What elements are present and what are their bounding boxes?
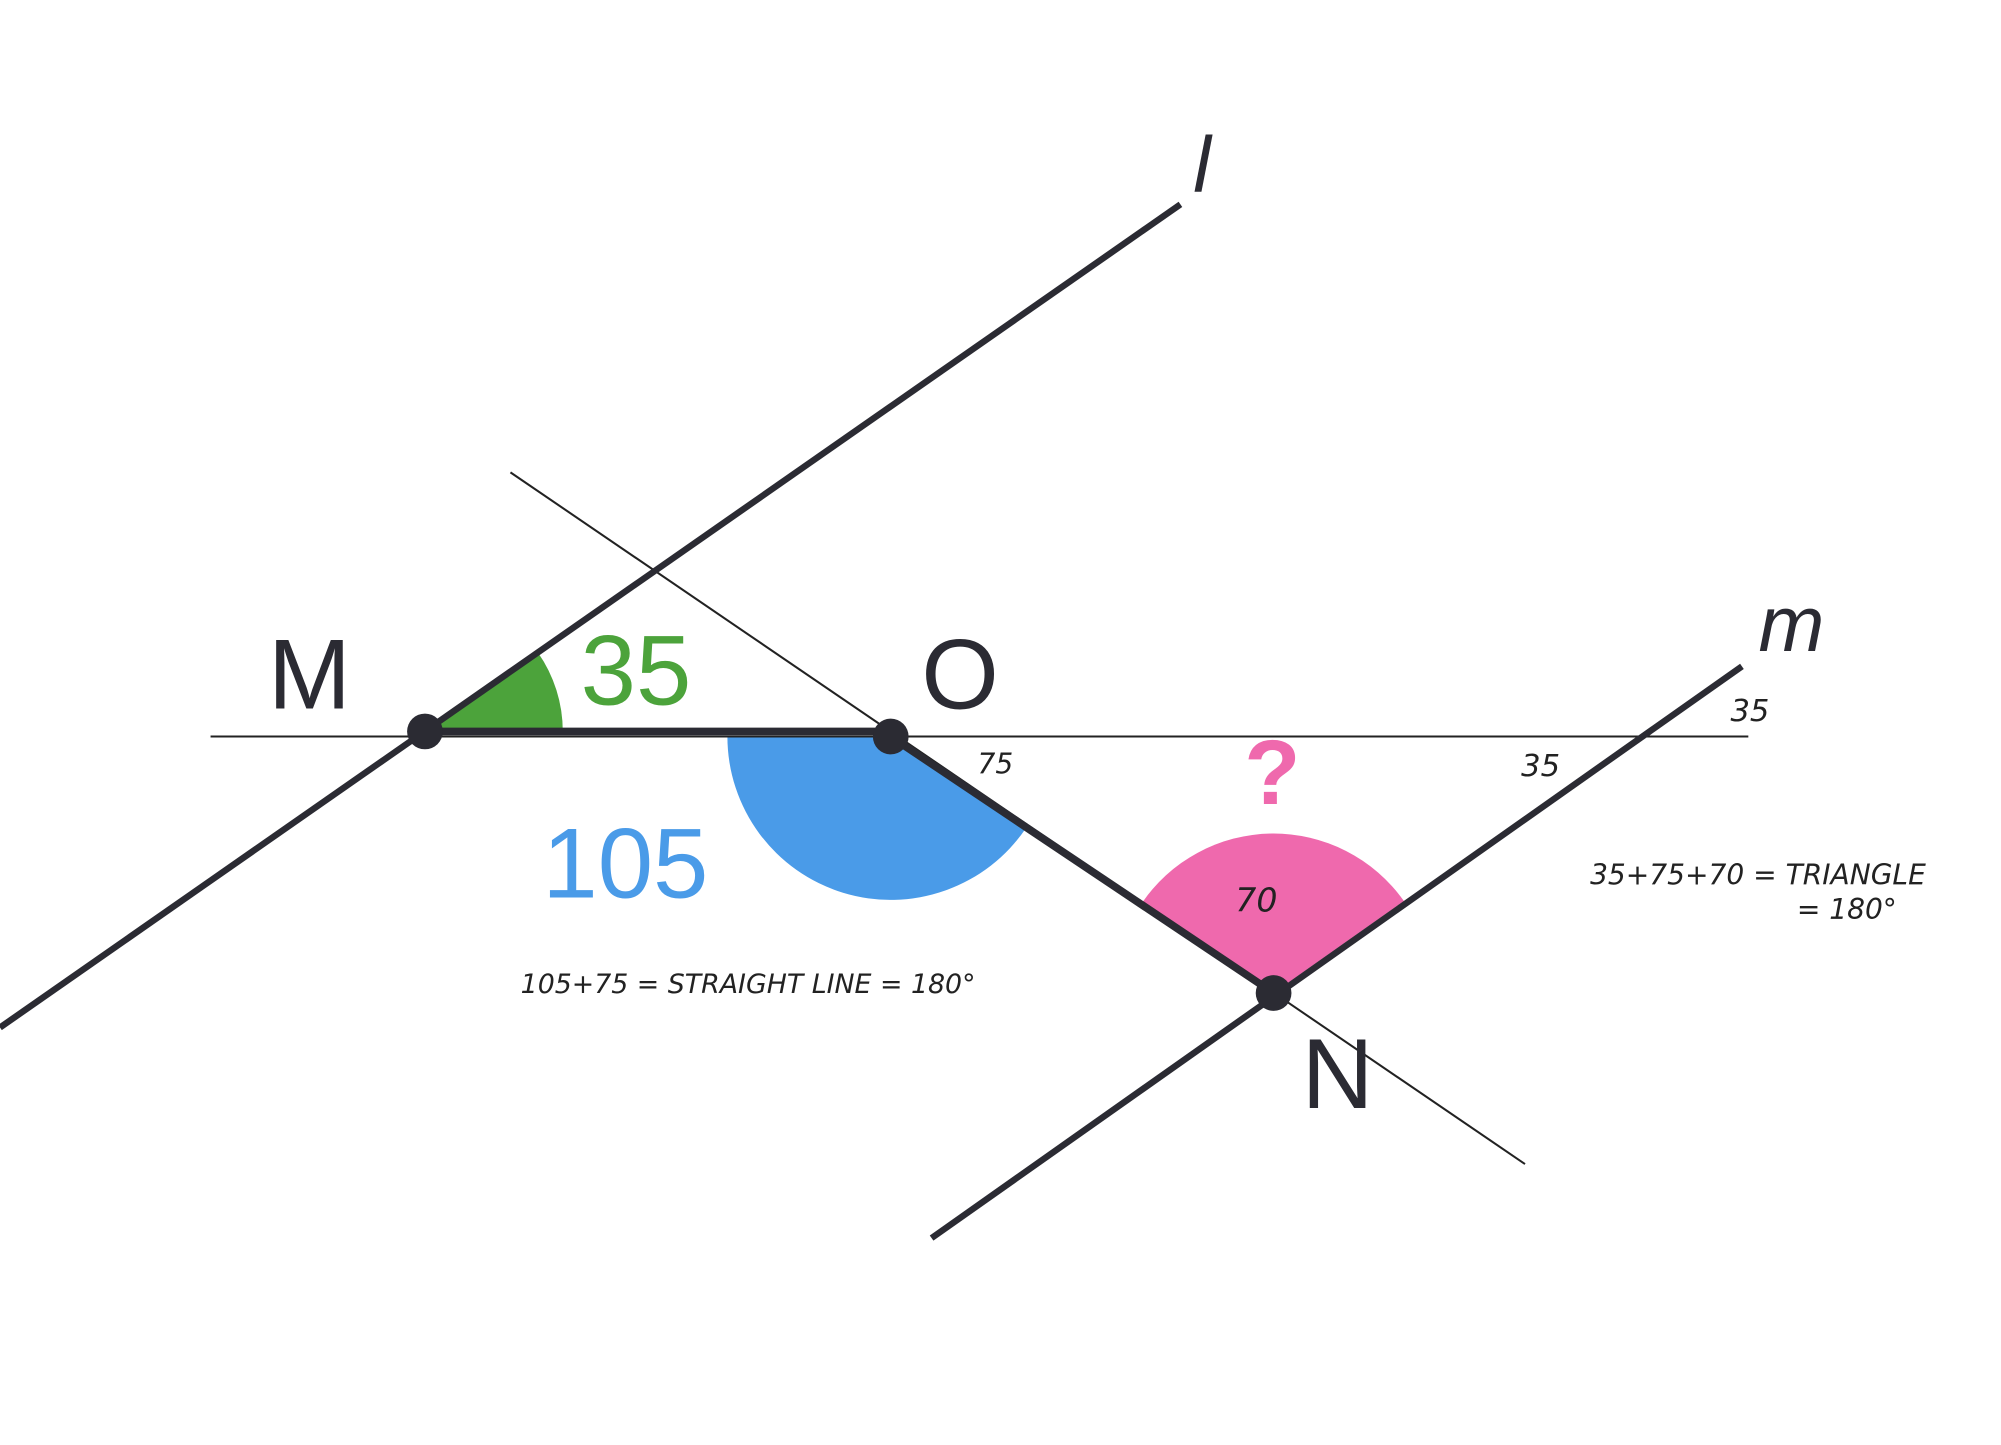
angle-o-sector	[727, 736, 1027, 900]
label-line-l: l	[1193, 120, 1213, 209]
label-line-m: m	[1759, 579, 1825, 668]
angle-n-sector	[1141, 833, 1404, 994]
label-point-m: M	[268, 619, 351, 730]
label-angle-m: 35	[581, 616, 692, 727]
line-m	[929, 663, 1744, 1241]
segment-on	[888, 733, 1276, 997]
hand-75: 75	[978, 748, 1014, 781]
label-point-n: N	[1302, 1019, 1374, 1130]
point-m	[407, 713, 443, 750]
label-angle-n: ?	[1244, 722, 1300, 824]
label-angle-o: 105	[542, 808, 708, 919]
label-point-o: O	[921, 619, 998, 730]
triangle-note-line2: = 180°	[1797, 893, 1897, 926]
hand-70: 70	[1235, 880, 1277, 919]
straight-line-note: 105+75 = STRAIGHT LINE = 180°	[521, 969, 976, 1000]
hand-35-b: 35	[1730, 694, 1769, 729]
point-n	[1255, 975, 1292, 1011]
point-o	[872, 718, 909, 755]
hand-35-a: 35	[1521, 749, 1560, 784]
line-l	[0, 201, 1183, 1031]
angle-m-sector	[424, 652, 563, 732]
triangle-note-line1: 35+75+70 = TRIANGLE	[1590, 859, 1926, 892]
